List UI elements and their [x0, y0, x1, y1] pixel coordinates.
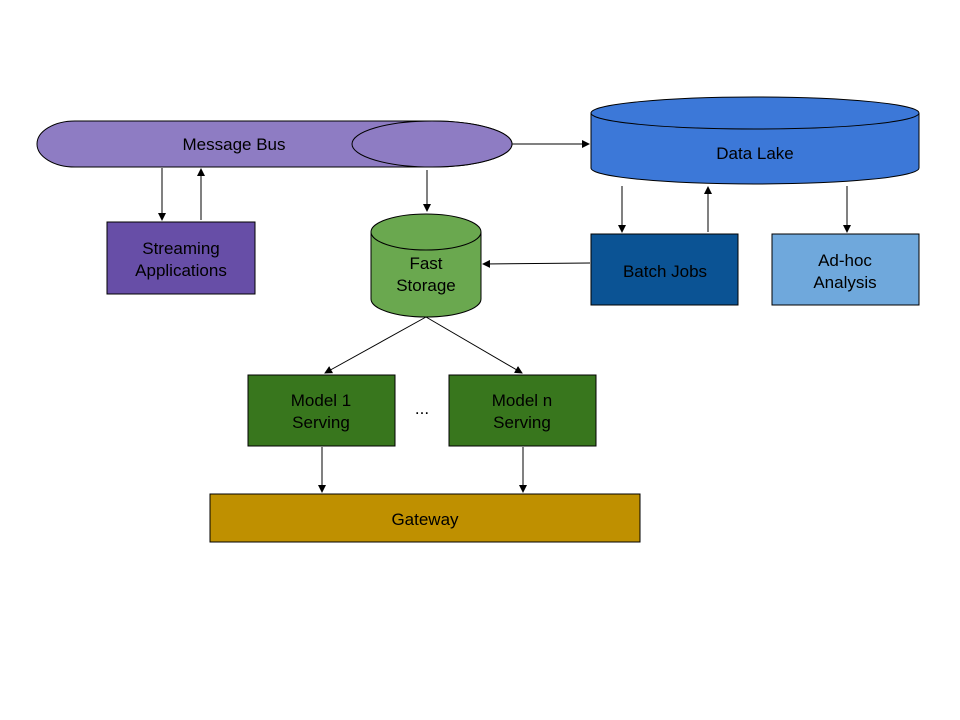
model-n-serving-box: [448, 374, 597, 447]
adhoc-analysis-label-line2: Analysis: [813, 273, 876, 292]
data-lake-body: [590, 113, 920, 185]
data-lake-node: Data Lake: [590, 96, 920, 185]
streaming-applications-node: Streaming Applications: [106, 221, 256, 295]
fast-storage-node: Fast Storage: [370, 213, 482, 318]
model-1-serving-label-line1: Model 1: [291, 391, 351, 410]
model-1-serving-label-line2: Serving: [292, 413, 350, 432]
streaming-applications-box: [106, 221, 256, 295]
batch-jobs-label: Batch Jobs: [623, 262, 707, 281]
fast-storage-label-line2: Storage: [396, 276, 456, 295]
gateway-node: Gateway: [209, 493, 641, 543]
fast-storage-top: [370, 213, 482, 251]
arrow-fast-storage-to-model-1: [324, 316, 427, 374]
message-bus-cap: [351, 120, 513, 168]
message-bus-node: Message Bus: [36, 120, 513, 168]
message-bus-label: Message Bus: [183, 135, 286, 154]
batch-jobs-node: Batch Jobs: [590, 233, 739, 306]
streaming-applications-label-line2: Applications: [135, 261, 227, 280]
batch-jobs-box: [590, 233, 739, 306]
adhoc-analysis-node: Ad-hoc Analysis: [771, 233, 920, 306]
data-lake-label: Data Lake: [716, 144, 794, 163]
data-lake-top: [590, 96, 920, 130]
arrows: [158, 140, 851, 493]
arrow-batch-jobs-to-fast-storage: [482, 259, 591, 268]
adhoc-analysis-label-line1: Ad-hoc: [818, 251, 872, 270]
gateway-box: [209, 493, 641, 543]
fast-storage-label-line1: Fast: [409, 254, 442, 273]
adhoc-analysis-box: [771, 233, 920, 306]
model-n-serving-label-line1: Model n: [492, 391, 552, 410]
arrow-fast-storage-to-model-n: [425, 316, 523, 374]
model-1-serving-box: [247, 374, 396, 447]
model-n-serving-node: Model n Serving: [448, 374, 597, 447]
gateway-label: Gateway: [391, 510, 459, 529]
model-n-serving-label-line2: Serving: [493, 413, 551, 432]
model-1-serving-node: Model 1 Serving: [247, 374, 396, 447]
model-ellipsis: ...: [415, 399, 429, 418]
streaming-applications-label-line1: Streaming: [142, 239, 219, 258]
